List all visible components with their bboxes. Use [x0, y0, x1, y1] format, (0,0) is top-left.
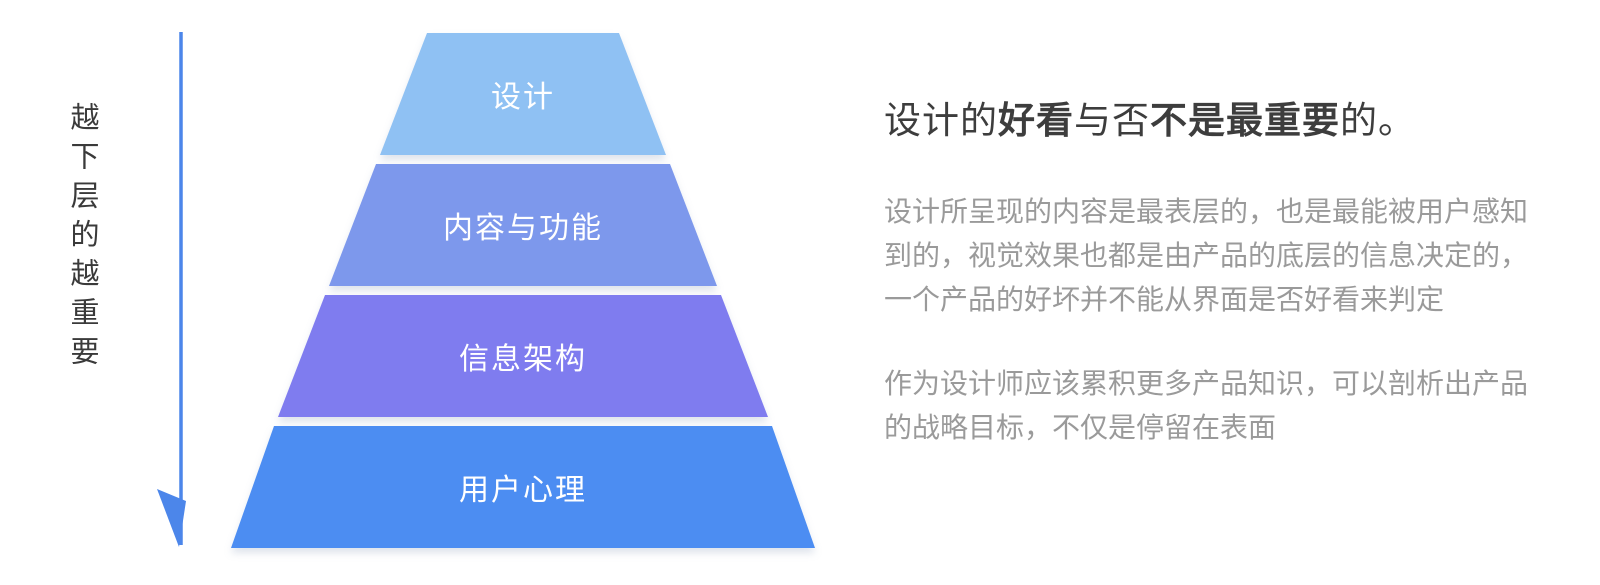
- down-arrow-icon: [157, 32, 186, 547]
- pyramid: 设计 内容与功能 信息架构 用户心理: [228, 33, 818, 549]
- paragraph-2: 作为设计师应该累积更多产品知识，可以剖析出产品 的战略目标，不仅是停留在表面: [884, 362, 1528, 450]
- pyramid-layer-user-psychology-shape: 用户心理: [231, 426, 815, 548]
- headline-segment-bold: 不是最重要: [1150, 100, 1340, 141]
- headline-segment: 与否: [1074, 100, 1150, 141]
- pyramid-layer-information-architecture-label: 信息架构: [459, 343, 587, 376]
- arrow-head: [157, 489, 186, 547]
- pyramid-layer-content-function-label: 内容与功能: [443, 212, 603, 245]
- pyramid-layer-design-shape: 设计: [380, 33, 666, 155]
- paragraph-1: 设计所呈现的内容是最表层的，也是最能被用户感知 到的，视觉效果也都是由产品的底层…: [884, 190, 1528, 322]
- paragraph-1-line: 一个产品的好坏并不能从界面是否好看来判定: [884, 284, 1445, 315]
- headline-segment-bold: 好看: [998, 100, 1074, 141]
- paragraph-1-line: 到的，视觉效果也都是由产品的底层的信息决定的，: [884, 240, 1529, 271]
- paragraph-2-line: 作为设计师应该累积更多产品知识，可以剖析出产品: [884, 368, 1529, 399]
- paragraph-1-line: 设计所呈现的内容是最表层的，也是最能被用户感知: [884, 196, 1529, 227]
- axis-label: 越下层的越重要: [66, 102, 98, 375]
- pyramid-layer-design: 设计: [228, 33, 818, 155]
- pyramid-layer-content-function-shape: 内容与功能: [329, 164, 717, 286]
- pyramid-layer-information-architecture: 信息架构: [228, 295, 818, 417]
- pyramid-layer-design-label: 设计: [491, 81, 555, 114]
- pyramid-layer-user-psychology-label: 用户心理: [459, 474, 587, 507]
- paragraph-2-line: 的战略目标，不仅是停留在表面: [884, 412, 1277, 443]
- pyramid-layer-information-architecture-shape: 信息架构: [278, 295, 768, 417]
- pyramid-layer-content-function: 内容与功能: [228, 164, 818, 286]
- headline-segment: 设计的: [884, 100, 998, 141]
- pyramid-layer-user-psychology: 用户心理: [228, 426, 818, 548]
- headline: 设计的好看与否不是最重要的。: [884, 97, 1416, 145]
- headline-segment: 的。: [1340, 100, 1416, 141]
- right-panel: 设计的好看与否不是最重要的。 设计所呈现的内容是最表层的，也是最能被用户感知 到…: [884, 0, 1574, 585]
